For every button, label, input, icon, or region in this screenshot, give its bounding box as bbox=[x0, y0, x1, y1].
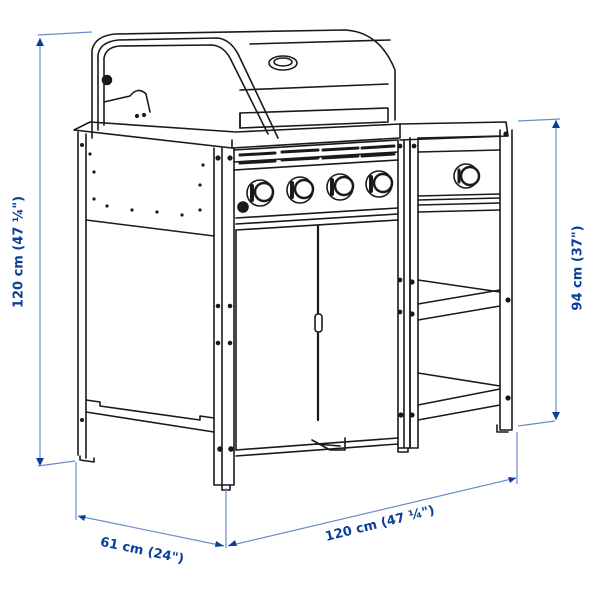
lower-shelf bbox=[417, 372, 501, 421]
grill-lid bbox=[91, 29, 396, 139]
cabinet-doors bbox=[235, 224, 399, 457]
width-dimension-line bbox=[227, 477, 517, 547]
right-countertop bbox=[399, 121, 509, 141]
left-side-panel bbox=[77, 131, 215, 463]
side-cabinet bbox=[417, 129, 513, 433]
front-left-post bbox=[213, 147, 235, 491]
dimension-arrows bbox=[36, 38, 560, 547]
middle-posts bbox=[397, 137, 419, 453]
upper-shelf bbox=[417, 279, 501, 321]
depth-dimension-line bbox=[77, 515, 225, 547]
counter-height-label: 94 cm (37") bbox=[570, 225, 586, 311]
igniter-button-icon bbox=[237, 201, 249, 213]
left-countertop bbox=[73, 121, 401, 149]
total-height-label: 120 cm (47 ¼") bbox=[11, 195, 27, 309]
side-burner-knob-icon bbox=[453, 163, 481, 189]
burner-knob-4-icon bbox=[365, 170, 394, 198]
burner-knobs bbox=[237, 170, 394, 213]
control-panel bbox=[233, 139, 399, 231]
door-handle-icon bbox=[314, 313, 323, 333]
burner-knob-1-icon bbox=[246, 179, 275, 207]
burner-knob-2-icon bbox=[286, 176, 315, 204]
dimension-lines bbox=[37, 31, 561, 548]
burner-knob-3-icon bbox=[326, 173, 355, 201]
